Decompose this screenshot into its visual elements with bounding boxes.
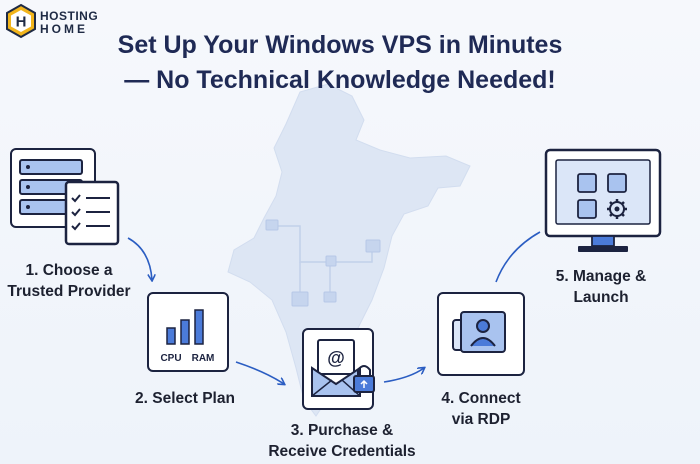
step-1-label-line-1: 1. Choose a [25, 262, 113, 279]
step-2-label-line-1: 2. Select Plan [135, 390, 235, 407]
step-1-label: 1. Choose a Trusted Provider [0, 260, 138, 302]
step-4-label: 4. Connect via RDP [416, 388, 546, 430]
remote-user-icon [452, 311, 506, 353]
step-3-label-line-1: 3. Purchase & [290, 422, 394, 439]
page-title: Set Up Your Windows VPS in Minutes — No … [60, 28, 620, 98]
ram-label: RAM [192, 353, 215, 364]
monitor-dashboard-icon [544, 148, 662, 252]
logo-mark: H [16, 14, 27, 31]
logo-wordmark: HOSTING HOME [40, 10, 98, 35]
logo-line-1: HOSTING [40, 9, 99, 23]
hexagon-logo-icon: H [6, 3, 36, 39]
gear-icon [607, 199, 627, 219]
step-4-label-line-1: 4. Connect [441, 390, 521, 407]
step-1-label-line-2: Trusted Provider [7, 283, 131, 300]
step-2-label: 2. Select Plan [120, 388, 250, 409]
step-4-label-line-2: via RDP [451, 411, 511, 428]
email-lock-icon: @ [311, 339, 375, 397]
step-3-label: 3. Purchase & Receive Credentials [258, 420, 426, 462]
step-5-label: 5. Manage & Launch [536, 266, 666, 308]
title-line-2: — No Technical Knowledge Needed! [124, 66, 556, 94]
logo-line-2: HOME [40, 22, 88, 36]
hosting-home-logo[interactable]: H HOSTING HOME [4, 3, 134, 40]
step-5-label-line-2: Launch [573, 289, 629, 306]
title-line-1: Set Up Your Windows VPS in Minutes [117, 31, 563, 59]
server-checklist-icon [19, 159, 120, 246]
cpu-label: CPU [160, 353, 181, 364]
step-3-label-line-2: Receive Credentials [268, 443, 416, 460]
svg-text:@: @ [327, 348, 345, 368]
step-5-label-line-1: 5. Manage & [555, 268, 647, 285]
bar-chart-icon: CPU RAM [160, 309, 215, 364]
